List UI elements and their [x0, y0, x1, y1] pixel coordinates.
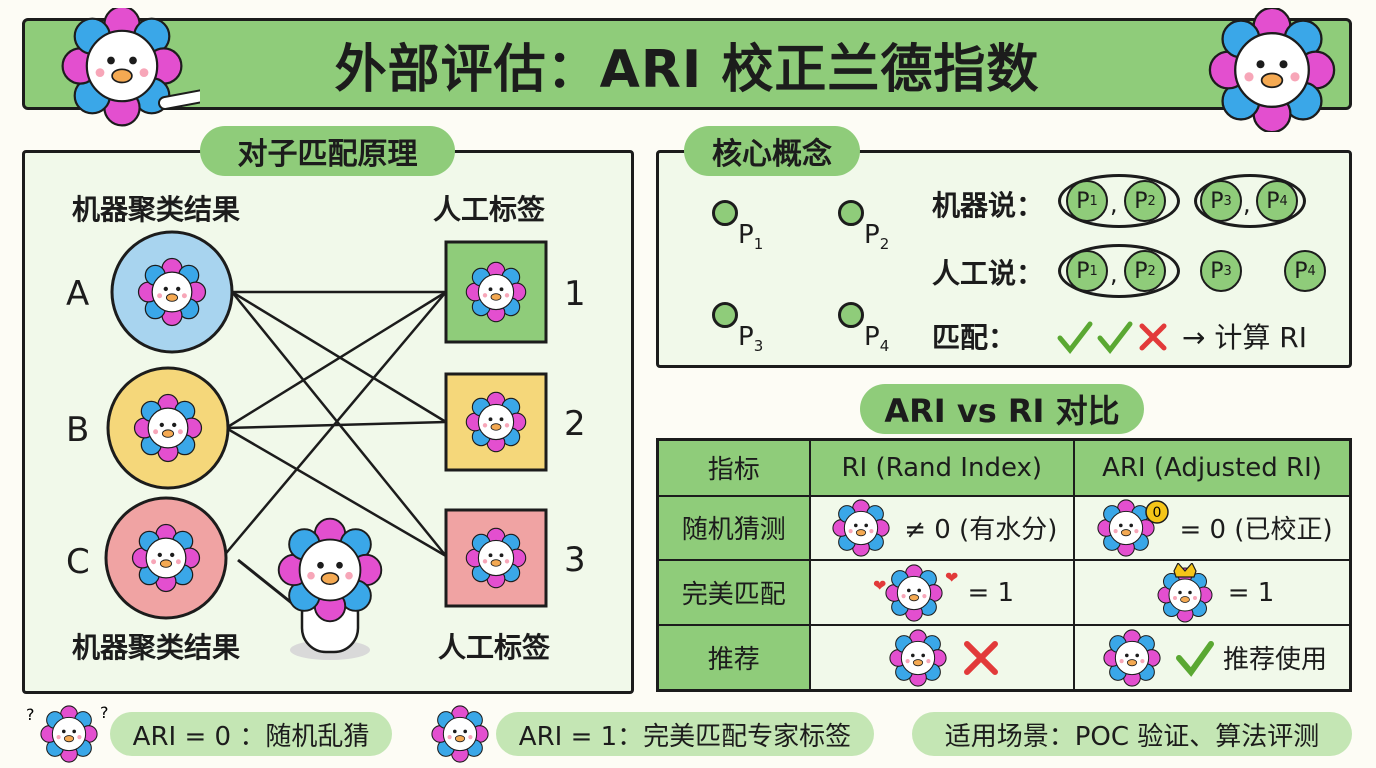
dizzy-mascot-icon — [889, 628, 947, 687]
machine-group-1-oval — [1058, 174, 1180, 228]
point-p3-label: P3 — [738, 322, 764, 356]
machine-cluster-label-bottom: 机器聚类结果 — [72, 631, 241, 664]
cell-ri-perfect: ❤❤ = 1 — [808, 559, 1076, 627]
table-row: 推荐 推荐使用 — [656, 624, 1352, 692]
confused-mascot-footer-icon: ? ? — [26, 703, 109, 763]
human-says-label: 人工说： — [932, 257, 1045, 290]
confused-mascot-icon — [832, 499, 890, 557]
cross-icon — [963, 640, 998, 675]
compute-ri-text: → 计算 RI — [1182, 321, 1307, 354]
mascot-top-left — [61, 8, 200, 127]
label-number-3: 3 — [564, 540, 586, 580]
svg-text:?: ? — [26, 705, 35, 724]
table-header-row: 指标 RI (Rand Index) ARI (Adjusted RI) — [656, 438, 1352, 497]
footer-ari-zero: ARI = 0 ：随机乱猜 — [110, 712, 392, 756]
title-banner: 外部评估：ARI 校正兰德指数 — [22, 18, 1352, 110]
comparison-table: 指标 RI (Rand Index) ARI (Adjusted RI) 随机猜… — [656, 438, 1352, 692]
check-icon — [1097, 321, 1133, 354]
header-ri: RI (Rand Index) — [808, 438, 1076, 497]
machine-says-label: 机器说： — [932, 189, 1045, 222]
human-label-top: 人工标签 — [433, 193, 546, 226]
human-label-bottom: 人工标签 — [438, 631, 551, 664]
point-p2-label: P2 — [864, 220, 890, 254]
compare-heading: ARI vs RI 对比 — [860, 384, 1144, 434]
machine-group-2-oval — [1194, 174, 1306, 228]
check-icon — [1057, 321, 1093, 354]
cross-icon — [1139, 323, 1167, 351]
point-p1-label: P1 — [738, 220, 764, 254]
cell-ari-random: 0 = 0 (已校正) — [1073, 494, 1352, 562]
header-metric: 指标 — [656, 438, 811, 497]
footer-ari-one: ARI = 1：完美匹配专家标签 — [496, 712, 874, 756]
label-number-1: 1 — [564, 274, 586, 314]
pointer-stick — [237, 558, 299, 610]
cluster-letter-b: B — [66, 410, 90, 450]
footer-usage: 适用场景：POC 验证、算法评测 — [912, 712, 1352, 756]
match-label: 匹配： — [932, 321, 1017, 354]
svg-text:0: 0 — [1153, 505, 1162, 521]
table-row: 完美匹配 ❤❤ = 1 = 1 — [656, 559, 1352, 627]
point-p1-dot — [712, 200, 738, 226]
core-concept-heading: 核心概念 — [684, 126, 860, 176]
happy-mascot-icon — [1103, 628, 1161, 687]
point-p4-dot — [838, 302, 864, 328]
machine-cluster-label-top: 机器聚类结果 — [72, 193, 241, 226]
mascot-top-right — [1208, 8, 1336, 132]
svg-text:❤: ❤ — [945, 568, 958, 587]
human-group-oval — [1058, 244, 1180, 298]
svg-text:❤: ❤ — [873, 576, 886, 595]
zero-badge-mascot-icon: 0 — [1097, 499, 1170, 557]
row-name-perfect: 完美匹配 — [656, 559, 811, 627]
cell-ari-recommend: 推荐使用 — [1073, 624, 1352, 692]
point-p2-dot — [838, 200, 864, 226]
heart-mascot-icon: ❤❤ — [873, 564, 959, 622]
cluster-letter-a: A — [66, 274, 90, 314]
happy-mascot-footer-icon — [431, 705, 489, 763]
cluster-letter-c: C — [66, 542, 90, 582]
cell-ari-perfect: = 1 — [1073, 559, 1352, 627]
matching-lines — [221, 290, 447, 559]
match-marks — [1057, 321, 1167, 354]
page-title: 外部评估：ARI 校正兰德指数 — [334, 39, 1040, 100]
point-p4-label: P4 — [864, 322, 890, 356]
row-name-random: 随机猜测 — [656, 494, 811, 562]
pair-matching-diagram — [104, 230, 548, 660]
header-ari: ARI (Adjusted RI) — [1073, 438, 1352, 497]
crown-mascot-icon — [1157, 562, 1213, 623]
check-icon — [1176, 640, 1214, 677]
label-number-2: 2 — [564, 404, 586, 444]
pair-matching-heading: 对子匹配原理 — [200, 126, 455, 176]
cell-ri-random: ≠ 0 (有水分) — [808, 494, 1076, 562]
table-row: 随机猜测 ≠ 0 (有水分) 0 = 0 (已校正) — [656, 494, 1352, 562]
cell-ri-recommend — [808, 624, 1076, 692]
point-p3-dot — [712, 302, 738, 328]
svg-text:?: ? — [100, 703, 109, 722]
row-name-recommend: 推荐 — [656, 624, 811, 692]
